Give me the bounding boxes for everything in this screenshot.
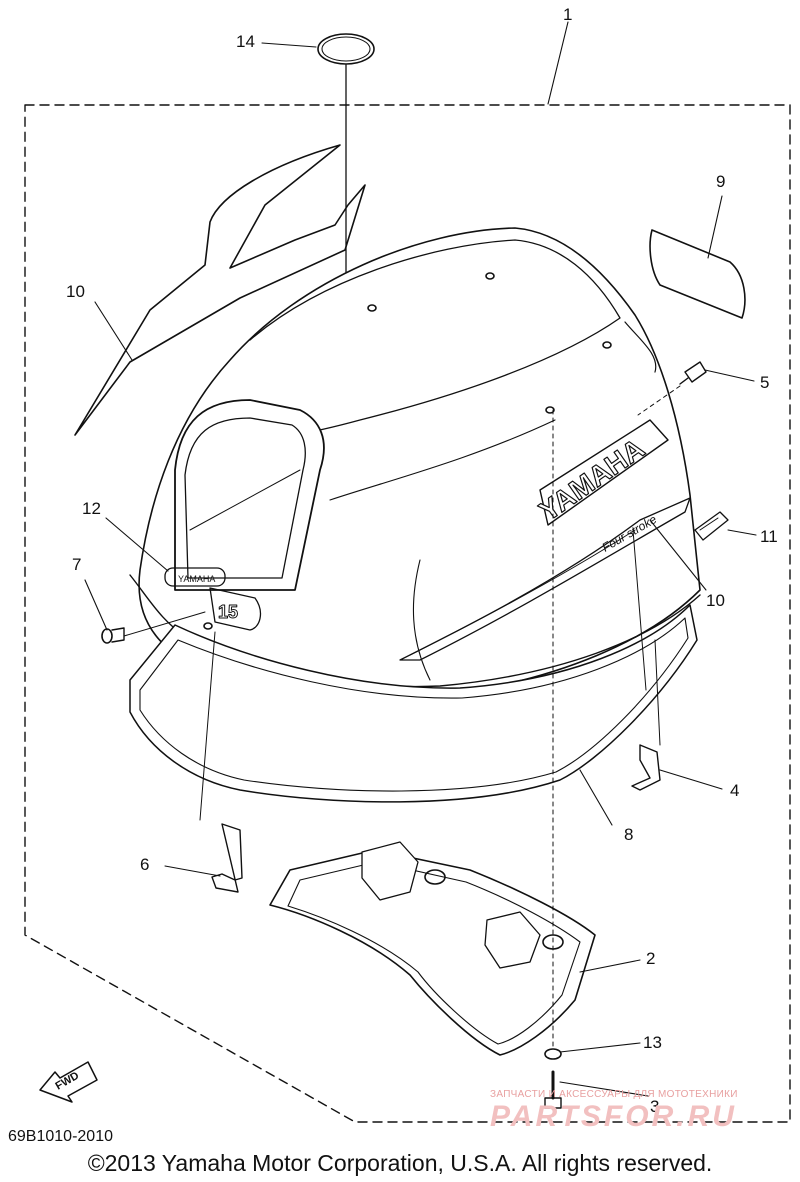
callout-11: 11: [760, 527, 778, 546]
part-2-handle: [269, 841, 596, 1056]
callout-7: 7: [72, 555, 82, 574]
emblem-text: YAMAHA: [178, 574, 215, 584]
callout-4: 4: [730, 781, 740, 800]
diagram-ref-code: 69B1010-2010: [8, 1128, 113, 1145]
callout-5: 5: [760, 373, 770, 392]
fwd-arrow-icon: FWD: [39, 1061, 98, 1103]
callout-3: 3: [650, 1097, 660, 1116]
part-4-bracket: [631, 744, 661, 791]
leader-lines: [84, 21, 757, 1097]
part-8-top-cowling: [129, 227, 701, 701]
callout-2: 2: [646, 949, 656, 968]
callout-14: 14: [236, 32, 255, 51]
callout-9: 9: [716, 172, 726, 191]
part-9-decal: [649, 229, 746, 319]
callout-1: 1: [563, 5, 573, 24]
part-10-graphic-top: [74, 144, 366, 436]
assembly-boundary: [24, 104, 791, 1123]
part-6-bracket: [211, 823, 243, 893]
watermark-subtitle: ЗАПЧАСТИ И АКСЕССУАРЫ ДЛЯ МОТОТЕХНИКИ: [490, 1089, 738, 1100]
part-11-badge: [694, 511, 729, 541]
part-7-screw: [101, 627, 125, 644]
part-3-bolt: [544, 1070, 562, 1109]
alignment-lines: [123, 385, 681, 1051]
side-badge-text: 15: [218, 602, 238, 622]
watermark-logo: PARTSFOR.RU: [490, 1100, 737, 1133]
part-14-seal: [317, 33, 375, 65]
callout-13: 13: [643, 1033, 662, 1052]
copyright-notice: ©2013 Yamaha Motor Corporation, U.S.A. A…: [87, 1150, 713, 1176]
part-8-seal: [129, 604, 698, 803]
part-5-screw: [679, 361, 707, 385]
callout-6: 6: [140, 855, 150, 874]
callout-12: 12: [82, 499, 101, 518]
part-12-emblem: YAMAHA: [164, 567, 226, 587]
side-badge-15: 15: [209, 587, 262, 631]
callout-10-side: 10: [706, 591, 725, 610]
part-13-washer: [544, 1048, 562, 1060]
callout-8: 8: [624, 825, 634, 844]
callout-10-top: 10: [66, 282, 85, 301]
